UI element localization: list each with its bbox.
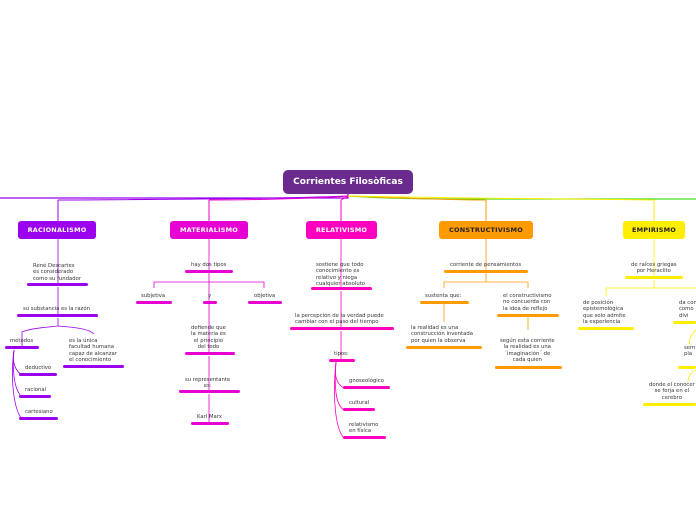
relativismo-node-cultural-bar — [343, 408, 375, 411]
relativismo-node-percepcion[interactable]: la percepción de la verdad puede cambiar… — [295, 313, 384, 326]
empirismo-node-posicion-bar — [578, 327, 634, 330]
racionalismo-node-facultad-bar — [63, 365, 124, 368]
constructivismo-node-corriente[interactable]: corriente de pensamientos — [450, 262, 522, 268]
branch-empirismo[interactable]: EMPIRISMO — [623, 221, 685, 239]
constructivismo-node-realidad[interactable]: la realidad es una construcción inventad… — [411, 325, 473, 344]
constructivismo-node-imaginacion[interactable]: según esta corriente la realidad es una … — [500, 338, 555, 364]
materialismo-node-materia-bar — [185, 352, 235, 355]
empirismo-node-sem-bar — [678, 366, 696, 369]
materialismo-node-marx-bar — [191, 422, 229, 425]
racionalismo-node-racional[interactable]: racional — [25, 387, 47, 393]
branch-materialismo[interactable]: MATERIALISMO — [170, 221, 248, 239]
empirismo-node-posicion[interactable]: de posición epistemológica que solo admi… — [583, 300, 626, 326]
empirismo-node-sem[interactable]: sem pla — [684, 345, 696, 358]
racionalismo-node-fundador[interactable]: René Descartes es considerado como su fu… — [33, 263, 82, 282]
branch-relativismo[interactable]: RELATIVISMO — [306, 221, 377, 239]
branch-constructivismo[interactable]: CONSTRUCTIVISMO — [439, 221, 533, 239]
racionalismo-node-deductivo[interactable]: deductivo — [25, 365, 52, 371]
racionalismo-node-fundador-bar — [27, 283, 88, 286]
materialismo-node-materia[interactable]: defiende que la materia es el principio … — [191, 325, 226, 351]
racionalismo-node-metodos-bar — [5, 346, 39, 349]
empirismo-node-cerebro[interactable]: donde el conocer se forja en el cerebro — [649, 382, 695, 401]
empirismo-node-cerebro-bar — [643, 403, 696, 406]
relativismo-node-fisica[interactable]: relativismo en física — [349, 422, 379, 435]
materialismo-node-subjetiva[interactable]: subjetiva — [141, 293, 166, 299]
materialismo-node-subjetiva-bar — [136, 301, 172, 304]
constructivismo-node-imaginacion-bar — [495, 366, 562, 369]
racionalismo-node-metodos[interactable]: métodos — [10, 338, 34, 344]
materialismo-node-objetiva[interactable]: objetiva — [254, 293, 276, 299]
materialismo-node-representante-bar — [179, 390, 240, 393]
constructivismo-node-realidad-bar — [406, 346, 482, 349]
racionalismo-node-substancia-bar — [17, 314, 98, 317]
relativismo-node-gnoseologico-bar — [343, 386, 390, 389]
empirismo-node-dacon-bar — [673, 321, 696, 324]
materialismo-node-representante[interactable]: su representante es: — [185, 377, 231, 390]
relativismo-node-percepcion-bar — [290, 327, 394, 330]
constructivismo-node-sustenta[interactable]: sustenta que: — [425, 293, 462, 299]
relativismo-node-gnoseologico[interactable]: gnoseológico — [349, 378, 384, 384]
branch-racionalismo[interactable]: RACIONALISMO — [18, 221, 96, 239]
relativismo-node-fisica-bar — [343, 436, 386, 439]
empirismo-node-raices[interactable]: de raíces griegas por Heraclito — [631, 262, 677, 275]
constructivismo-node-sustenta-bar — [420, 301, 469, 304]
relativismo-node-sostiene[interactable]: sostiene que todo conocimiento es relati… — [316, 262, 366, 288]
racionalismo-node-racional-bar — [19, 395, 51, 398]
materialismo-node-tipos-bar — [185, 270, 233, 273]
materialismo-node-marx[interactable]: Karl Marx — [197, 414, 222, 420]
relativismo-node-tipos[interactable]: tipos: — [334, 351, 349, 357]
empirismo-node-raices-bar — [625, 276, 683, 279]
materialismo-node-y[interactable]: y — [208, 293, 212, 299]
racionalismo-node-facultad[interactable]: es la única facultad humana capaz de alc… — [69, 338, 117, 364]
racionalismo-node-deductivo-bar — [19, 373, 57, 376]
constructivismo-node-reflejo-bar — [497, 314, 559, 317]
relativismo-node-cultural[interactable]: cultural — [349, 400, 370, 406]
relativismo-node-tipos-bar — [329, 359, 355, 362]
materialismo-node-objetiva-bar — [248, 301, 282, 304]
racionalismo-node-substancia[interactable]: su substancia es la razón — [23, 306, 90, 312]
racionalismo-node-cartesiano[interactable]: cartesiano — [25, 409, 53, 415]
materialismo-node-tipos[interactable]: hay dos tipos — [191, 262, 227, 268]
empirismo-node-dacon[interactable]: da con como divi — [679, 300, 696, 319]
racionalismo-node-cartesiano-bar — [19, 417, 58, 420]
root-topic[interactable]: Corrientes Filosòficas — [283, 170, 413, 194]
materialismo-node-y-bar — [203, 301, 217, 304]
relativismo-node-sostiene-bar — [311, 287, 372, 290]
constructivismo-node-reflejo[interactable]: el constructivismo no concuerda con la i… — [503, 293, 552, 312]
constructivismo-node-corriente-bar — [444, 270, 528, 273]
